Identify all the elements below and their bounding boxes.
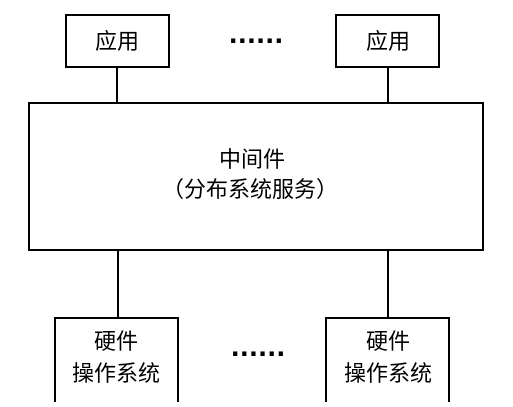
top-ellipsis: ······ — [229, 27, 284, 55]
os-node-right-line2: 操作系统 — [344, 362, 432, 387]
app-node-right: 应用 — [335, 14, 440, 68]
middleware-node: 中间件 （分布系统服务） — [28, 102, 484, 251]
middleware-subtitle: （分布系统服务） — [162, 178, 338, 203]
os-node-right-line1: 硬件 — [366, 330, 410, 355]
os-node-left-line1: 硬件 — [94, 330, 138, 355]
app-node-right-label: 应用 — [366, 30, 410, 55]
bottom-ellipsis: ······ — [231, 340, 286, 368]
os-node-left-line2: 操作系统 — [72, 362, 160, 387]
os-node-right: 硬件 操作系统 — [325, 317, 450, 407]
app-node-left: 应用 — [65, 14, 170, 68]
middleware-title: 中间件 — [219, 148, 285, 173]
os-node-left: 硬件 操作系统 — [54, 317, 179, 407]
app-node-left-label: 应用 — [95, 30, 139, 55]
